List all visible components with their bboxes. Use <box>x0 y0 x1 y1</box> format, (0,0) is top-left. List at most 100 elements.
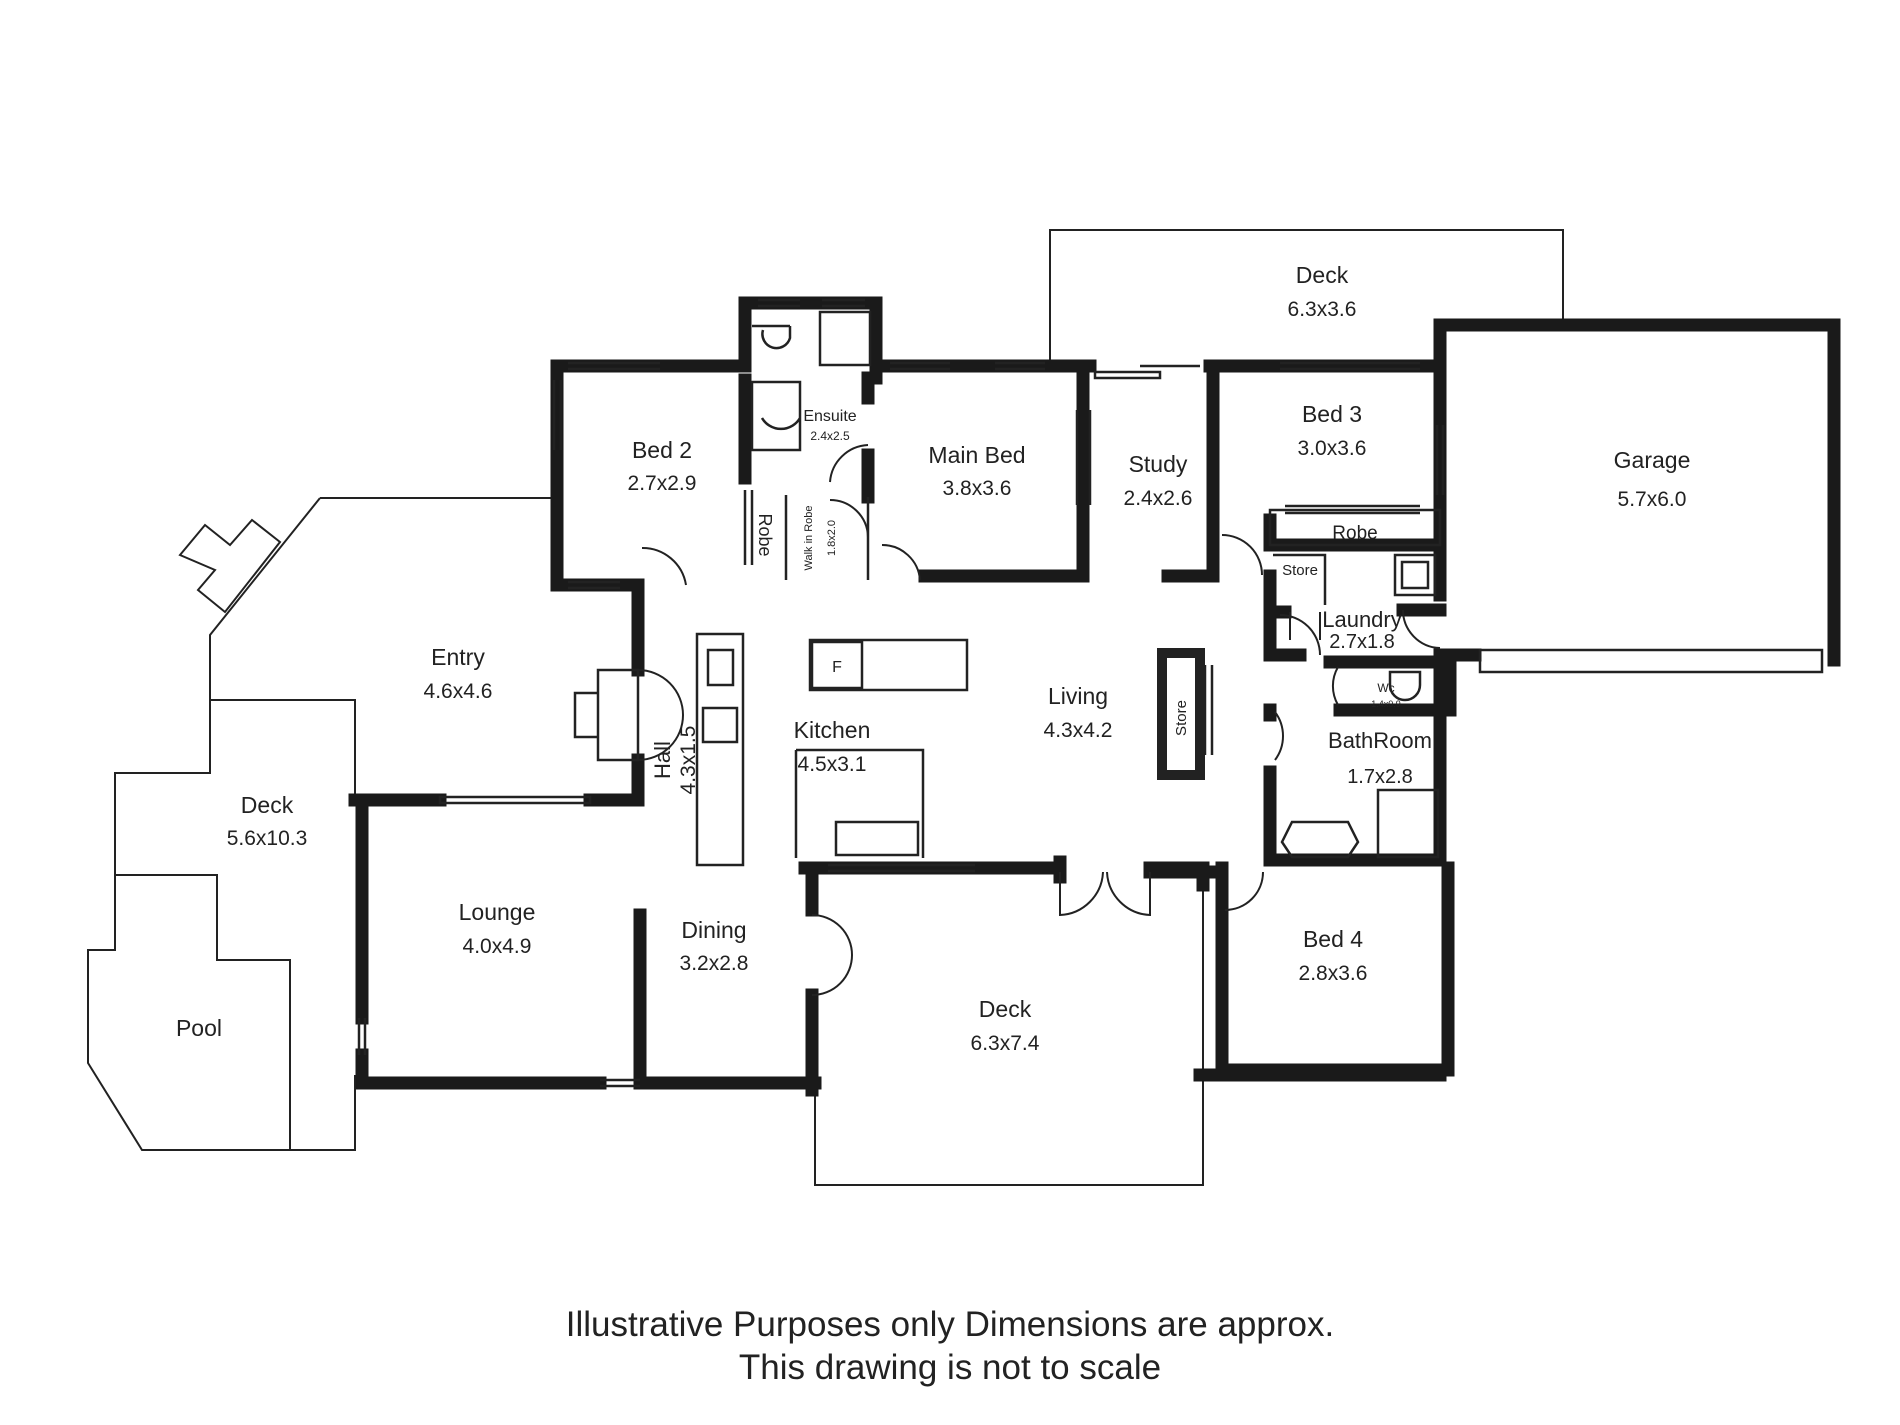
room-kitchen-name: Kitchen <box>794 717 871 743</box>
fridge-label: F <box>832 659 842 676</box>
bathroom-bath <box>1280 820 1360 859</box>
room-dining-name: Dining <box>681 917 746 943</box>
room-study-size: 2.4x2.6 <box>1124 487 1193 510</box>
room-laundry-name: Laundry <box>1322 607 1402 632</box>
pool-outline <box>115 874 291 1150</box>
room-pool-name: Pool <box>176 1015 222 1041</box>
room-store-living-name: Store <box>1173 700 1190 736</box>
room-deck-bottom-name: Deck <box>979 996 1032 1022</box>
window-bed2-left <box>552 380 563 450</box>
door-swing-ensuite <box>829 444 869 483</box>
room-dining-size: 3.2x2.8 <box>680 952 749 975</box>
room-hall-size: 4.3x1.5 <box>677 726 700 795</box>
door-swing-laundry <box>1279 614 1321 656</box>
window-mainbed-top <box>890 361 1045 371</box>
room-main-bed-name: Main Bed <box>928 442 1025 468</box>
room-garage-size: 5.7x6.0 <box>1618 488 1687 511</box>
room-entry-name: Entry <box>431 644 485 670</box>
window-kitchen-bottom <box>828 863 975 873</box>
kitchen-island-top <box>808 638 969 692</box>
wall-deck-door-right <box>1143 861 1210 892</box>
window-lounge-left <box>357 1018 367 1055</box>
window-lounge-bottom <box>600 1078 640 1088</box>
room-robe-bed3-name: Robe <box>1332 523 1377 544</box>
room-wc-size: 1.4x0.9 <box>1371 699 1401 709</box>
door-swing-bathroom <box>1274 711 1284 761</box>
window-bed3-right <box>1435 425 1445 495</box>
deck-top-outline <box>1049 229 1564 365</box>
window-bed3-top <box>1280 361 1420 371</box>
bathroom-shower <box>1376 788 1440 859</box>
room-kitchen-size: 4.5x3.1 <box>798 753 867 776</box>
room-ensuite-size: 2.4x2.5 <box>810 429 850 443</box>
wall-bed4 <box>1143 861 1455 1082</box>
wall-entry-right <box>583 578 645 807</box>
entry-outline <box>209 497 551 800</box>
laundry-tub <box>1393 553 1437 597</box>
store-laundry-outline <box>1273 553 1327 605</box>
room-bed4-size: 2.8x3.6 <box>1299 962 1368 985</box>
deck-bottom-outline <box>814 875 1204 1186</box>
window-bed2-bottom <box>568 580 620 590</box>
kitchen-basin <box>706 648 735 687</box>
wall-study-right <box>1161 359 1220 583</box>
room-entry-size: 4.6x4.6 <box>424 680 493 703</box>
room-deck-left-size: 5.6x10.3 <box>227 827 308 850</box>
room-hall-name: Hall <box>650 741 675 779</box>
robe-bed3-outline <box>1268 508 1442 547</box>
room-deck-left-name: Deck <box>241 792 294 818</box>
door-swing-bed3 <box>1221 534 1263 576</box>
window-bed2-top <box>568 361 660 371</box>
slide-door-mainbed <box>1075 410 1092 505</box>
room-garage-name: Garage <box>1614 447 1691 473</box>
chimney <box>178 518 282 614</box>
slide-door-bed3-robe <box>1285 504 1420 515</box>
disclaimer-line-2: This drawing is not to scale <box>738 1348 1162 1387</box>
slide-door-entry <box>438 795 592 805</box>
room-main-bed-size: 3.8x3.6 <box>943 477 1012 500</box>
slide-door-bed2-robe <box>743 490 754 565</box>
door-swing-deck-french <box>1059 871 1151 917</box>
door-swing-bed2 <box>641 546 687 586</box>
door-swing-walkin <box>829 499 869 538</box>
room-deck-top-size: 6.3x3.6 <box>1288 298 1357 321</box>
wall-garage <box>1433 318 1841 667</box>
door-swing-dining <box>811 914 854 996</box>
room-bed4-name: Bed 4 <box>1303 926 1363 952</box>
room-lounge-size: 4.0x4.9 <box>463 935 532 958</box>
ensuite-vanity <box>750 380 802 452</box>
fridge-box <box>810 640 864 690</box>
room-ensuite-name: Ensuite <box>803 408 856 425</box>
wall-ensuite <box>738 296 883 504</box>
disclaimer-line-1: Illustrative Purposes only Dimensions ar… <box>565 1305 1335 1344</box>
slide-door-study <box>1093 364 1200 380</box>
deck-left-outline <box>87 700 356 1151</box>
door-swing-store <box>1289 612 1321 640</box>
kitchen-sink-bench <box>794 748 925 858</box>
door-swing-bed4 <box>1224 871 1264 911</box>
room-bed2-size: 2.7x2.9 <box>628 472 697 495</box>
door-swing-laundry-garage <box>1402 609 1441 649</box>
door-swing-wc <box>1331 666 1339 706</box>
ensuite-shower <box>818 310 872 367</box>
wall-bathroom <box>1263 703 1447 867</box>
room-walk-in-robe-name: Walk in Robe <box>803 505 815 570</box>
door-swing-mainbed <box>881 543 921 581</box>
door-swing-entry <box>637 669 685 761</box>
room-store-laundry-name: Store <box>1282 562 1318 579</box>
room-bathroom-size: 1.7x2.8 <box>1347 766 1413 788</box>
room-walk-in-robe-size: 1.8x2.0 <box>826 520 838 556</box>
room-deck-bottom-size: 6.3x7.4 <box>971 1032 1040 1055</box>
window-ensuite-top <box>758 298 865 308</box>
room-living-name: Living <box>1048 683 1108 709</box>
ensuite-toilet <box>752 324 792 350</box>
kitchen-sink <box>834 820 920 857</box>
store-living-outline <box>1157 648 1205 780</box>
room-bed2-name: Bed 2 <box>632 437 692 463</box>
walkin-robe-outline <box>784 495 870 580</box>
room-robe-bed2-name: Robe <box>755 513 775 556</box>
room-bed3-size: 3.0x3.6 <box>1298 437 1367 460</box>
room-study-name: Study <box>1129 451 1188 477</box>
kitchen-bench <box>695 632 745 867</box>
wc-toilet <box>1388 670 1422 702</box>
